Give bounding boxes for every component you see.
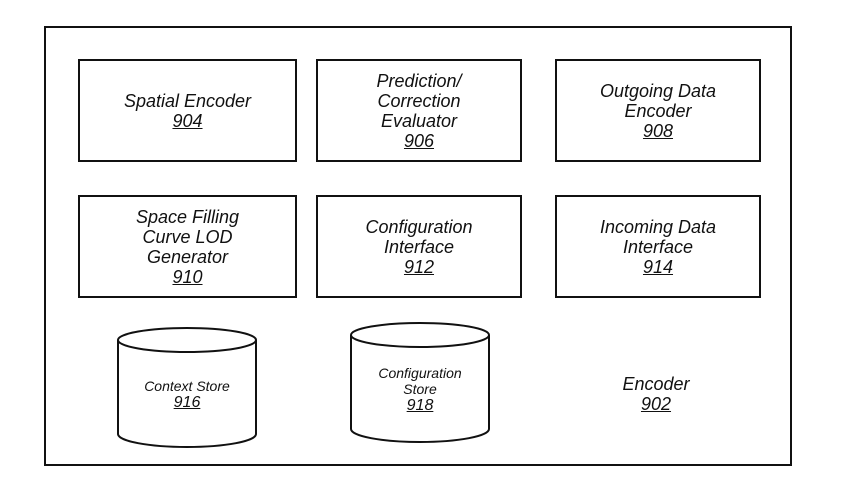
encoder-frame bbox=[44, 26, 792, 466]
box-reference-number: 914 bbox=[642, 256, 674, 277]
box-label-line: Correction bbox=[377, 90, 461, 111]
box-label-line: Outgoing Data bbox=[599, 80, 717, 101]
space-filling-curve-lod-generator-box: Space Filling Curve LOD Generator 910 bbox=[78, 195, 297, 298]
box-label-line: Encoder bbox=[624, 100, 692, 121]
configuration-store-cylinder: Configuration Store 918 bbox=[349, 321, 491, 445]
encoder-label: Encoder 902 bbox=[556, 374, 756, 414]
store-reference-number: 916 bbox=[173, 394, 201, 411]
box-reference-number: 910 bbox=[172, 266, 203, 287]
cylinder-shape bbox=[117, 327, 257, 448]
store-label-line: Store bbox=[403, 381, 437, 397]
box-label-line: Generator bbox=[146, 246, 229, 267]
box-label-line: Prediction/ bbox=[376, 70, 462, 91]
prediction-correction-evaluator-box: Prediction/ Correction Evaluator 906 bbox=[316, 59, 522, 162]
store-reference-number: 918 bbox=[406, 397, 434, 414]
box-reference-number: 904 bbox=[172, 110, 203, 131]
spatial-encoder-box: Spatial Encoder 904 bbox=[78, 59, 297, 162]
outgoing-data-encoder-box: Outgoing Data Encoder 908 bbox=[555, 59, 761, 162]
box-label-line: Space Filling bbox=[135, 206, 240, 227]
store-label-line: Configuration bbox=[378, 365, 462, 381]
configuration-interface-box: Configuration Interface 912 bbox=[316, 195, 522, 298]
box-label-line: Curve LOD bbox=[142, 226, 233, 247]
box-reference-number: 906 bbox=[403, 130, 435, 151]
box-reference-number: 912 bbox=[403, 256, 435, 277]
box-label-line: Incoming Data bbox=[599, 216, 717, 237]
encoder-label-text: Encoder bbox=[622, 374, 690, 394]
cylinder-shape bbox=[350, 322, 490, 443]
encoder-reference-number: 902 bbox=[640, 394, 672, 414]
box-label-line: Spatial Encoder bbox=[123, 90, 252, 111]
box-label-line: Interface bbox=[622, 236, 694, 257]
context-store-cylinder: Context Store 916 bbox=[116, 326, 258, 450]
box-reference-number: 908 bbox=[642, 120, 674, 141]
box-label-line: Interface bbox=[383, 236, 455, 257]
incoming-data-interface-box: Incoming Data Interface 914 bbox=[555, 195, 761, 298]
box-label-line: Configuration bbox=[365, 216, 473, 237]
box-label-line: Evaluator bbox=[380, 110, 458, 131]
store-label-line: Context Store bbox=[144, 378, 230, 394]
